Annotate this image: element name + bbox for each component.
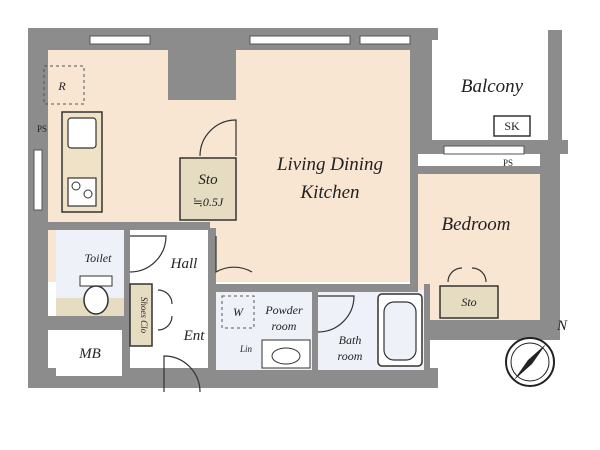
linen-label: Lin bbox=[239, 344, 253, 354]
windows bbox=[33, 35, 525, 211]
balcony-label: Balcony bbox=[461, 76, 524, 97]
compass bbox=[505, 337, 555, 387]
refrigerator-label: R bbox=[57, 79, 66, 93]
entrance-label: Ent bbox=[183, 328, 206, 344]
toilet-fixture bbox=[79, 275, 113, 315]
compass-north-label: N bbox=[556, 318, 568, 334]
storage-ldk-size: ≒0.5J bbox=[193, 195, 224, 209]
shoes-closet-label: Shoes Clo bbox=[139, 297, 149, 334]
powder-label-line1: Powder bbox=[264, 303, 303, 317]
refrigerator-space bbox=[43, 65, 85, 105]
washer-space bbox=[221, 295, 255, 329]
ldk-label-line2: Kitchen bbox=[299, 182, 359, 203]
slop-sink-label: SK bbox=[504, 119, 520, 133]
mb-floor bbox=[56, 330, 122, 376]
powder-label-line2: room bbox=[272, 319, 297, 333]
storage-ldk bbox=[179, 157, 237, 221]
pipe-space-left-label: PS bbox=[37, 124, 47, 134]
bath-label-line2: room bbox=[338, 349, 363, 363]
storage-bedroom-label: Sto bbox=[461, 295, 476, 309]
kitchen-counter bbox=[61, 111, 103, 213]
shoes-closet bbox=[129, 283, 153, 347]
storage-ldk-label: Sto bbox=[198, 172, 218, 188]
powder-sink bbox=[261, 339, 311, 369]
bath-label-line1: Bath bbox=[339, 333, 362, 347]
interior-walls bbox=[48, 50, 540, 376]
bathtub bbox=[377, 293, 423, 367]
pipe-space-right-label: PS bbox=[503, 158, 513, 168]
storage-bedroom bbox=[439, 285, 499, 319]
hall-label: Hall bbox=[170, 256, 198, 272]
bedroom-label: Bedroom bbox=[442, 214, 511, 235]
balcony-slop-sink bbox=[493, 115, 531, 137]
ldk-label-line1: Living Dining bbox=[276, 154, 383, 175]
mb-label: MB bbox=[78, 346, 101, 362]
kitchen-cutout bbox=[168, 50, 236, 100]
washer-label: W bbox=[233, 305, 244, 319]
toilet-label: Toilet bbox=[85, 251, 113, 265]
doors bbox=[129, 119, 487, 393]
